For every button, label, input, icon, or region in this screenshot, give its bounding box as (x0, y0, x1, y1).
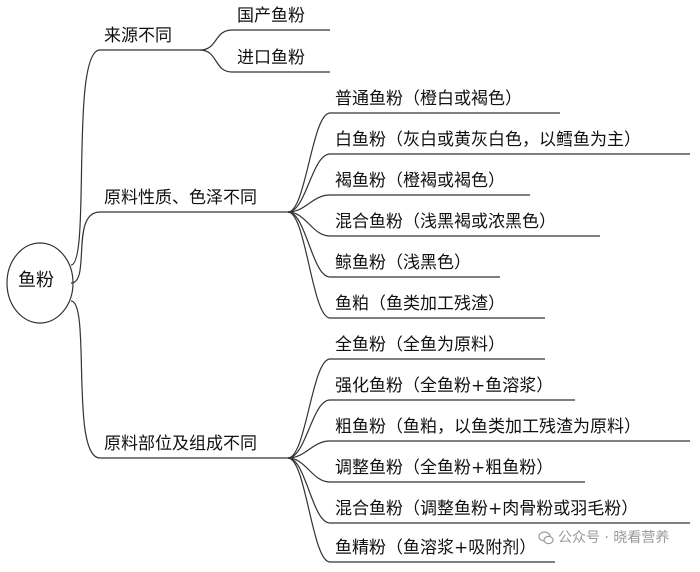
leaf-connector-1-2 (287, 194, 331, 213)
leaf-label-0-0: 国产鱼粉 (237, 6, 305, 26)
root-node-label: 鱼粉 (18, 270, 54, 291)
leaf-label-2-5: 鱼精粉（鱼溶浆+吸附剂） (335, 538, 537, 558)
leaf-connector-1-4 (287, 211, 331, 278)
leaf-connector-1-5 (287, 211, 331, 319)
leaf-connector-2-4 (287, 457, 331, 524)
leaf-label-0-1: 进口鱼粉 (237, 48, 305, 68)
watermark: 公众号 · 晓看营养 (538, 528, 669, 548)
leaf-label-1-3: 混合鱼粉（浅黑褐或浓黑色） (335, 212, 556, 232)
leaf-label-1-2: 褐鱼粉（橙褐或褐色） (335, 171, 505, 191)
leaf-connector-1-1 (287, 153, 331, 213)
leaf-label-1-4: 鲸鱼粉（浅黑色） (335, 253, 471, 273)
leaf-label-2-3: 调整鱼粉（全鱼粉+粗鱼粉） (335, 458, 554, 478)
leaf-label-2-0: 全鱼粉（全鱼为原料） (335, 335, 505, 355)
branch-label-2: 原料部位及组成不同 (104, 434, 257, 454)
wechat-icon (538, 531, 554, 545)
leaf-connector-2-1 (287, 399, 331, 459)
leaf-connector-0-0 (199, 29, 233, 51)
leaf-label-1-1: 白鱼粉（灰白或黄灰白色，以鳕鱼为主） (335, 130, 641, 150)
leaf-connector-0-1 (199, 49, 233, 73)
branch-connector-2 (70, 300, 101, 459)
leaf-label-2-2: 粗鱼粉（鱼粕，以鱼类加工残渣为原料） (335, 417, 641, 437)
leaf-connector-1-0 (287, 112, 331, 213)
branch-connector-0 (70, 49, 101, 266)
leaf-label-1-0: 普通鱼粉（橙白或褐色） (335, 89, 522, 109)
leaf-label-2-4: 混合鱼粉（调整鱼粉+肉骨粉或羽毛粉） (335, 499, 639, 519)
watermark-text: 公众号 · 晓看营养 (558, 530, 670, 546)
leaf-connector-2-5 (287, 457, 331, 563)
leaf-label-2-1: 强化鱼粉（全鱼粉+鱼溶浆） (335, 376, 554, 396)
leaf-connector-2-2 (287, 440, 331, 459)
leaf-label-1-5: 鱼粕（鱼类加工残渣） (335, 294, 505, 314)
branch-connector-1 (70, 211, 101, 284)
leaf-connector-2-0 (287, 358, 331, 459)
branch-label-1: 原料性质、色泽不同 (104, 188, 257, 208)
branch-label-0: 来源不同 (104, 26, 172, 46)
